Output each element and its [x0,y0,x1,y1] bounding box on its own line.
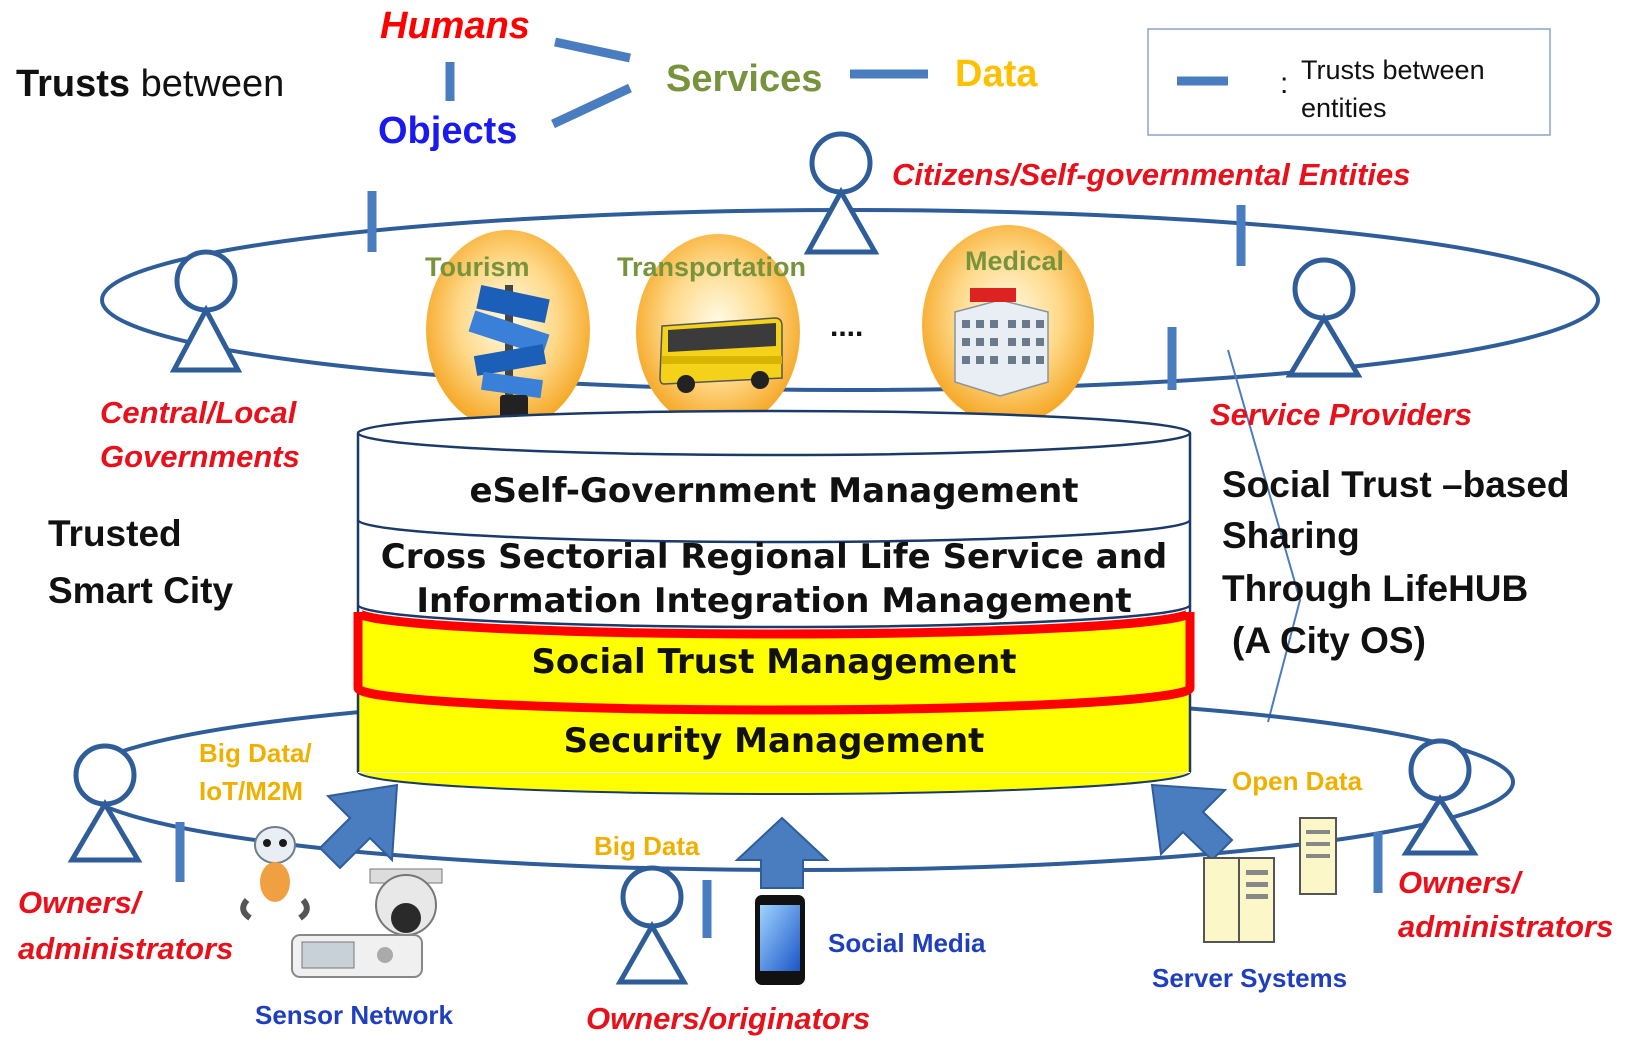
legend-box: : Trusts between entities [1147,28,1551,136]
label-citizens: Citizens/Self-governmental Entities [892,157,1411,192]
security-camera-icon [369,868,443,936]
bottom-ring-trust-marks [175,822,1383,938]
arrow-opendata-upload [1150,783,1234,862]
header-trusts-between: Trusts between [16,63,284,105]
label-open-data: Open Data [1232,766,1363,796]
person-icon-owners-right [1401,738,1479,856]
label-owners-originators: Owners/originators [586,1001,870,1036]
service-bubble-medical: Medical [922,225,1094,425]
social-trust-sharing-line3: Through LifeHUB [1222,568,1528,609]
data-upload-arrows [318,783,1234,889]
label-server-systems: Server Systems [1152,963,1347,993]
label-bigdata-iot-line1: Big Data/ [199,738,312,768]
legend-line1: Trusts between [1301,55,1485,85]
trusted-smart-city-line1: Trusted [48,513,182,554]
label-central-gov-line2: Governments [100,439,300,474]
city-os-stack: eSelf-Government Management Cross Sector… [353,409,1195,795]
person-icon-owners-originators [615,865,689,985]
objects-services-link [551,83,632,129]
service-label-transportation: Transportation [617,252,806,282]
person-icon-owners-left [67,743,143,863]
smartphone-icon [755,895,805,985]
hospital-icon [954,288,1049,397]
label-owners-right-line2: administrators [1398,909,1613,944]
service-bubble-transportation: Transportation [617,234,806,430]
blood-pressure-monitor-icon [291,934,423,978]
layer-eself-government: eSelf-Government Management [469,471,1078,511]
layer-security: Security Management [564,721,985,761]
legend-line2: entities [1301,93,1387,123]
service-bubble-tourism: Tourism [425,230,590,430]
label-bigdata-iot-line2: IoT/M2M [199,776,303,806]
label-big-data: Big Data [594,831,700,861]
layer-social-trust: Social Trust Management [531,642,1016,682]
humans-services-link [554,37,631,63]
person-icon-citizens [803,131,880,255]
layer-cross-sectorial-line2: Information Integration Management [416,581,1131,621]
arrow-iot-upload [318,783,399,870]
robot-icon [240,826,310,921]
header-trusts-rest: between [130,63,284,105]
arrow-bigdata-upload [734,816,830,889]
header-services: Services [666,58,822,100]
header-connector-lines [445,37,928,129]
header-trusts-bold: Trusts [16,63,130,105]
top-ring-trust-marks [367,191,1246,390]
services-ellipsis: .... [830,310,863,343]
label-sensor-network: Sensor Network [255,1000,453,1030]
trusted-smart-city-line2: Smart City [48,570,233,611]
social-trust-layer-shape [353,609,1195,715]
header-humans: Humans [380,5,530,47]
person-icon-service-providers [1285,257,1363,378]
social-trust-sharing-line1: Social Trust –based [1222,464,1570,505]
label-social-media: Social Media [828,928,986,958]
header-data: Data [955,53,1038,95]
social-trust-sharing-line2: Sharing [1222,515,1360,556]
header-objects: Objects [378,110,517,152]
service-label-tourism: Tourism [425,252,530,282]
label-owners-left-line2: administrators [18,931,233,966]
service-label-medical: Medical [965,246,1064,276]
legend-colon: : [1280,67,1288,100]
label-service-providers: Service Providers [1210,397,1472,432]
label-central-gov-line1: Central/Local [100,395,298,430]
layer-cross-sectorial-line1: Cross Sectorial Regional Life Service an… [381,537,1167,577]
bus-icon [659,317,783,393]
label-owners-right-line1: Owners/ [1398,865,1524,900]
person-icon-central-gov [169,249,243,373]
server-rack-icon [1203,817,1337,943]
label-owners-left-line1: Owners/ [18,885,144,920]
social-trust-sharing-line4: (A City OS) [1232,620,1426,661]
lifehub-connector-line [1227,349,1302,723]
